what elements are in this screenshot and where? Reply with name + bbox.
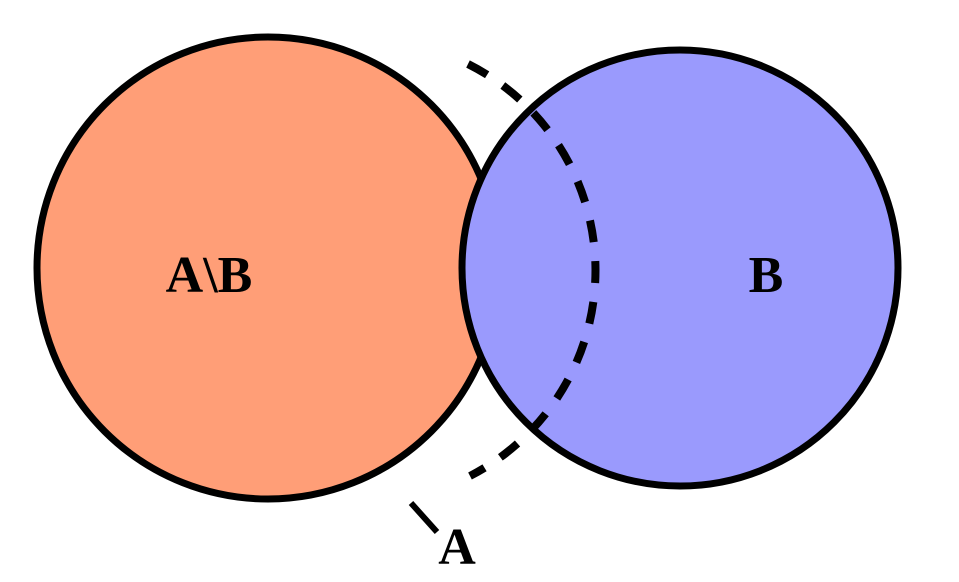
set-b-circle [458, 46, 902, 490]
set-a-circle [33, 33, 503, 503]
set-label-a: A [438, 519, 476, 576]
set-a-boundary-dashed-arc [466, 60, 600, 480]
set-label-b: B [749, 247, 784, 304]
label-a-leader-line [408, 500, 440, 535]
set-label-a-minus-b: A\B [166, 247, 253, 304]
